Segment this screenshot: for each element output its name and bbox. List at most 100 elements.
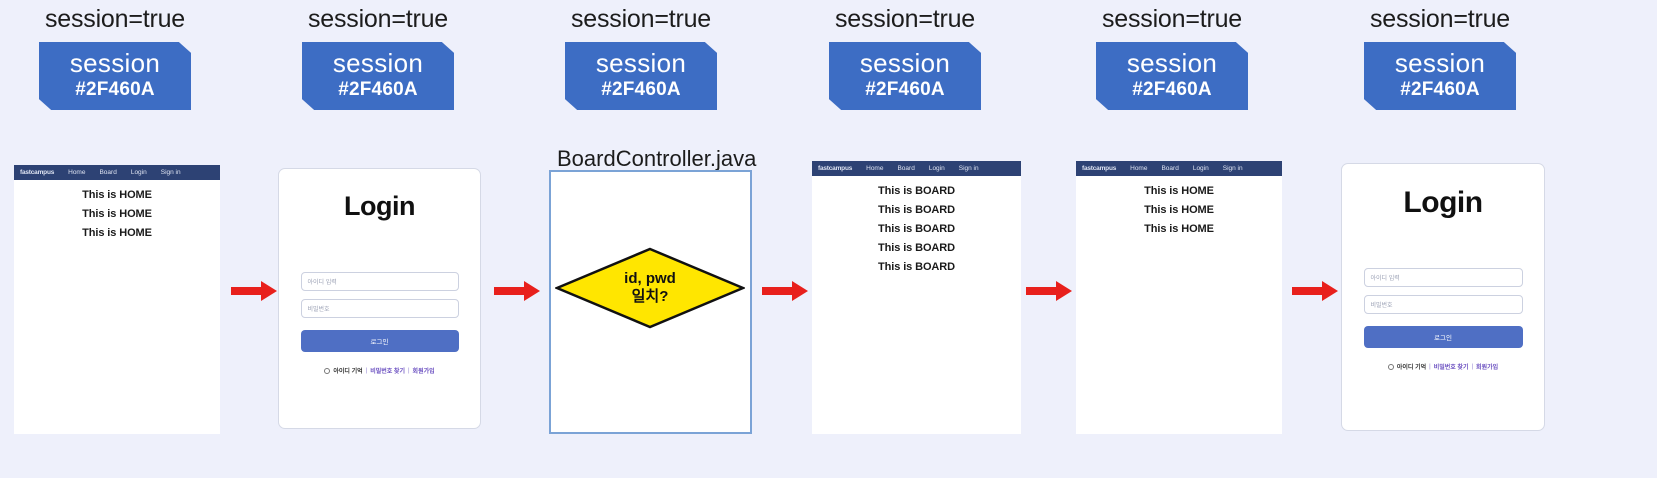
content-line: This is HOME: [82, 208, 152, 220]
session-caption-3: session=true: [570, 5, 712, 33]
navbar-brand-5[interactable]: fastcampus: [1082, 165, 1117, 172]
login-pw-placeholder-6: 비밀번호: [1370, 303, 1393, 309]
content-line: This is BOARD: [878, 185, 955, 197]
controller-box: id, pwd 일치?: [549, 170, 752, 434]
browser-mock-home-5: fastcampus Home Board Login Sign in This…: [1076, 161, 1282, 434]
session-badge-title-2: session: [332, 48, 424, 78]
login-link-signup-2[interactable]: 회원가입: [412, 369, 435, 375]
content-line: This is BOARD: [878, 204, 955, 216]
browser-mock-login-2: Login 아이디 입력 비밀번호 로그인 아이디 기억 | 비밀번호 찾기 |…: [278, 168, 481, 429]
session-badge-title-5: session: [1126, 48, 1218, 78]
session-badge-2: session #2F460A: [302, 42, 454, 110]
arrow-3-to-4: [762, 281, 809, 306]
arrow-1-to-2: [231, 281, 278, 306]
decision-diamond-text: id, pwd 일치?: [624, 270, 676, 306]
arrow-4-to-5: [1026, 281, 1073, 306]
session-caption-1: session=true: [44, 5, 186, 33]
browser-mock-board-4: fastcampus Home Board Login Sign in This…: [812, 161, 1021, 434]
browser-mock-login-6: Login 아이디 입력 비밀번호 로그인 아이디 기억 | 비밀번호 찾기 |…: [1341, 163, 1545, 431]
navbar-brand-1[interactable]: fastcampus: [20, 169, 55, 176]
session-badge-id-3: #2F460A: [601, 79, 681, 100]
login-submit-label-6: 로그인: [1434, 335, 1452, 342]
arrow-2-to-3: [494, 281, 541, 306]
navbar-link-signin-4[interactable]: Sign in: [958, 165, 979, 172]
session-badge-4: session #2F460A: [829, 42, 981, 110]
session-badge-6: session #2F460A: [1364, 42, 1516, 110]
login-link-signup-6[interactable]: 회원가입: [1476, 365, 1499, 371]
navbar-link-home-1[interactable]: Home: [68, 169, 86, 176]
session-badge-id-1: #2F460A: [75, 79, 155, 100]
login-submit-button-6[interactable]: 로그인: [1363, 326, 1523, 348]
login-links-2: 아이디 기억 | 비밀번호 찾기 | 회원가입: [301, 366, 459, 375]
browser-mock-home-1: fastcampus Home Board Login Sign in This…: [14, 165, 220, 434]
navbar-link-login-5[interactable]: Login: [1192, 165, 1209, 172]
login-link-remember-6[interactable]: 아이디 기억: [1396, 365, 1427, 371]
content-line: This is BOARD: [878, 223, 955, 235]
login-id-input-6[interactable]: 아이디 입력: [1363, 268, 1523, 287]
login-links-6: 아이디 기억 | 비밀번호 찾기 | 회원가입: [1364, 362, 1523, 371]
navbar-link-board-5[interactable]: Board: [1161, 165, 1179, 172]
session-caption-4: session=true: [834, 5, 976, 33]
session-badge-title-3: session: [595, 48, 687, 78]
decision-diamond: id, pwd 일치?: [555, 247, 745, 329]
content-line: This is HOME: [1144, 204, 1214, 216]
login-pw-input-6[interactable]: 비밀번호: [1363, 295, 1523, 314]
login-title-6: Login: [1403, 186, 1483, 219]
page-content-board-4: This is BOARD This is BOARD This is BOAR…: [812, 176, 1021, 277]
arrow-5-to-6: [1292, 281, 1339, 306]
session-badge-id-6: #2F460A: [1400, 79, 1480, 100]
login-id-input-2[interactable]: 아이디 입력: [300, 272, 459, 291]
content-line: This is HOME: [1144, 185, 1214, 197]
content-line: This is BOARD: [878, 242, 955, 254]
navbar-brand-4[interactable]: fastcampus: [818, 165, 853, 172]
login-link-sep-1-2: |: [365, 367, 368, 374]
content-line: This is HOME: [82, 189, 152, 201]
session-badge-title-1: session: [69, 48, 161, 78]
login-link-find-pw-6[interactable]: 비밀번호 찾기: [1433, 365, 1469, 371]
navbar-link-home-4[interactable]: Home: [866, 165, 884, 172]
login-pw-placeholder-2: 비밀번호: [307, 307, 330, 313]
session-badge-title-4: session: [859, 48, 951, 78]
navbar-link-login-4[interactable]: Login: [928, 165, 945, 172]
site-navbar-1: fastcampus Home Board Login Sign in: [14, 165, 220, 180]
remember-radio-icon-2[interactable]: [324, 367, 331, 374]
session-header-5: session=true session #2F460A: [1042, 4, 1302, 110]
decision-line-2: 일치?: [631, 288, 669, 305]
site-navbar-4: fastcampus Home Board Login Sign in: [812, 161, 1021, 176]
content-line: This is HOME: [1144, 223, 1214, 235]
decision-line-1: id, pwd: [624, 270, 676, 287]
login-submit-label-2: 로그인: [370, 339, 389, 346]
session-header-6: session=true session #2F460A: [1310, 4, 1570, 110]
login-submit-button-2[interactable]: 로그인: [300, 330, 459, 352]
navbar-link-signin-5[interactable]: Sign in: [1222, 165, 1243, 172]
login-link-sep-2-6: |: [1471, 363, 1474, 370]
session-badge-5: session #2F460A: [1096, 42, 1248, 110]
navbar-link-board-1[interactable]: Board: [99, 169, 117, 176]
session-badge-id-5: #2F460A: [1132, 79, 1212, 100]
navbar-link-board-4[interactable]: Board: [897, 165, 915, 172]
remember-radio-icon-6[interactable]: [1387, 363, 1394, 370]
session-badge-3: session #2F460A: [565, 42, 717, 110]
session-badge-1: session #2F460A: [39, 42, 191, 110]
navbar-link-login-1[interactable]: Login: [130, 169, 147, 176]
session-caption-6: session=true: [1369, 5, 1511, 33]
session-caption-2: session=true: [307, 5, 449, 33]
login-link-find-pw-2[interactable]: 비밀번호 찾기: [370, 369, 405, 375]
login-link-sep-1-6: |: [1429, 363, 1431, 370]
login-id-placeholder-2: 아이디 입력: [307, 280, 337, 286]
navbar-link-signin-1[interactable]: Sign in: [160, 169, 181, 176]
page-content-home-1: This is HOME This is HOME This is HOME: [14, 180, 220, 243]
login-link-sep-2-2: |: [407, 367, 410, 374]
navbar-link-home-5[interactable]: Home: [1130, 165, 1148, 172]
session-header-2: session=true session #2F460A: [248, 4, 508, 110]
content-line: This is HOME: [82, 227, 152, 239]
login-link-remember-2[interactable]: 아이디 기억: [333, 369, 363, 375]
session-badge-title-6: session: [1394, 48, 1486, 78]
page-content-home-5: This is HOME This is HOME This is HOME: [1076, 176, 1282, 239]
session-header-1: session=true session #2F460A: [0, 4, 245, 110]
login-title-2: Login: [344, 191, 415, 221]
site-navbar-5: fastcampus Home Board Login Sign in: [1076, 161, 1282, 176]
login-pw-input-2[interactable]: 비밀번호: [300, 299, 459, 318]
controller-label: BoardController.java: [557, 146, 757, 171]
